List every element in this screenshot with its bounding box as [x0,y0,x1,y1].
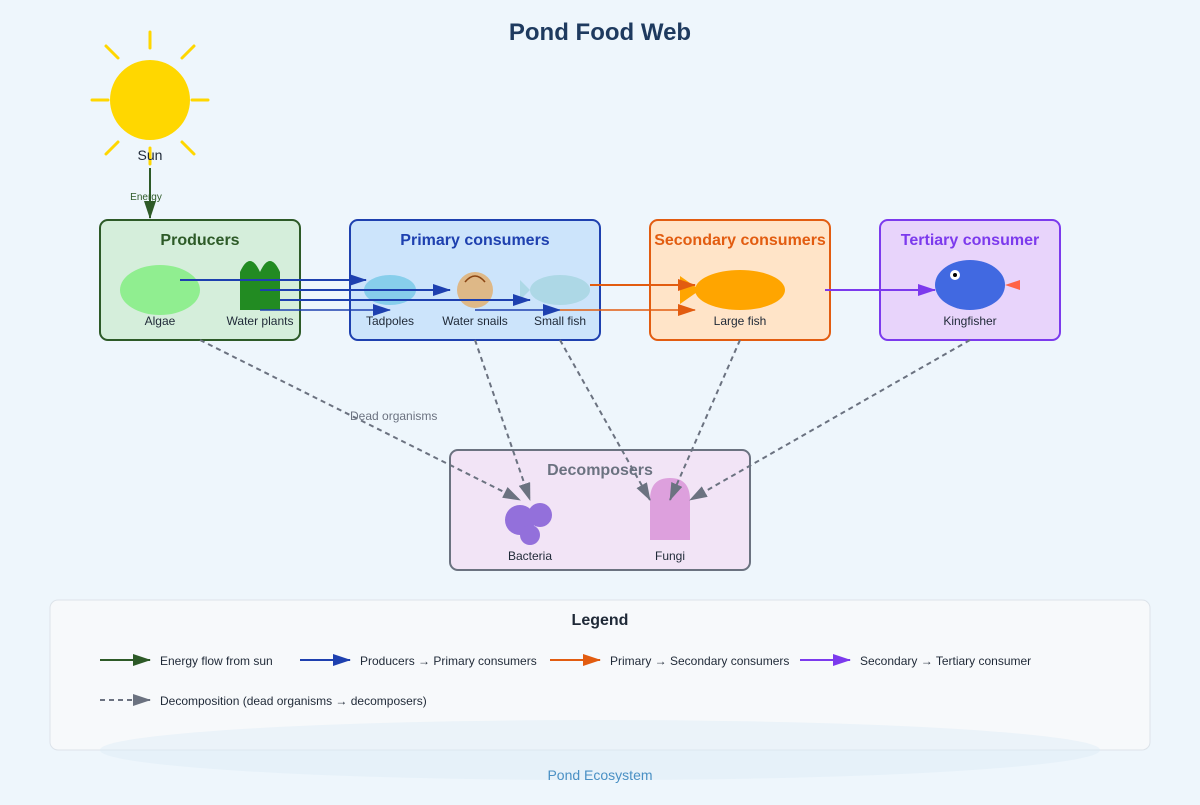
decomposition-arrows [199,339,971,501]
legend-box [49,599,1151,751]
algae-label: Algae [145,314,176,328]
tertiary-consumer-title: Tertiary consumer [901,232,1039,249]
sun-label: Sun [138,147,163,163]
legend-title: Legend [572,612,629,629]
legend-decomposition-label: Decomposition (dead organisms → decompos… [160,694,427,708]
diagram-title: Pond Food Web [509,19,691,46]
large-fish-label: Large fish [714,314,767,328]
water-snail-icon [457,272,493,308]
secondary-consumers-title: Secondary consumers [654,232,826,249]
primary-consumers-title: Primary consumers [400,232,550,249]
legend-primary-label: Primary → Secondary consumers [610,654,789,668]
primary-to-secondary-arrows [560,279,696,316]
legend-energy-label: Energy flow from sun [160,654,273,668]
kingfisher-label: Kingfisher [943,314,996,328]
water-plant-icon [240,261,280,310]
kingfisher-icon [935,260,1020,310]
water-plants-label: Water plants [227,314,294,328]
small-fish-label: Small fish [534,314,586,328]
fungi-icon [650,478,690,540]
decomposers-title: Decomposers [547,462,653,479]
fungi-label: Fungi [655,549,685,563]
producers-to-primary-arrows [180,274,561,316]
legend-secondary-label: Secondary → Tertiary consumer [860,654,1031,668]
dead-organisms-label: Dead organisms [350,409,437,423]
footer-label: Pond Ecosystem [547,767,652,783]
tadpoles-label: Tadpoles [366,314,414,328]
sun-icon [90,30,210,166]
bacteria-icon [505,503,552,545]
water-snails-label: Water snails [442,314,508,328]
bacteria-label: Bacteria [508,549,552,563]
legend-producers-label: Producers → Primary consumers [360,654,537,668]
pond-water [100,720,1100,780]
producers-title: Producers [160,232,239,249]
energy-label: Energy [130,192,162,203]
algae-icon [120,265,200,315]
